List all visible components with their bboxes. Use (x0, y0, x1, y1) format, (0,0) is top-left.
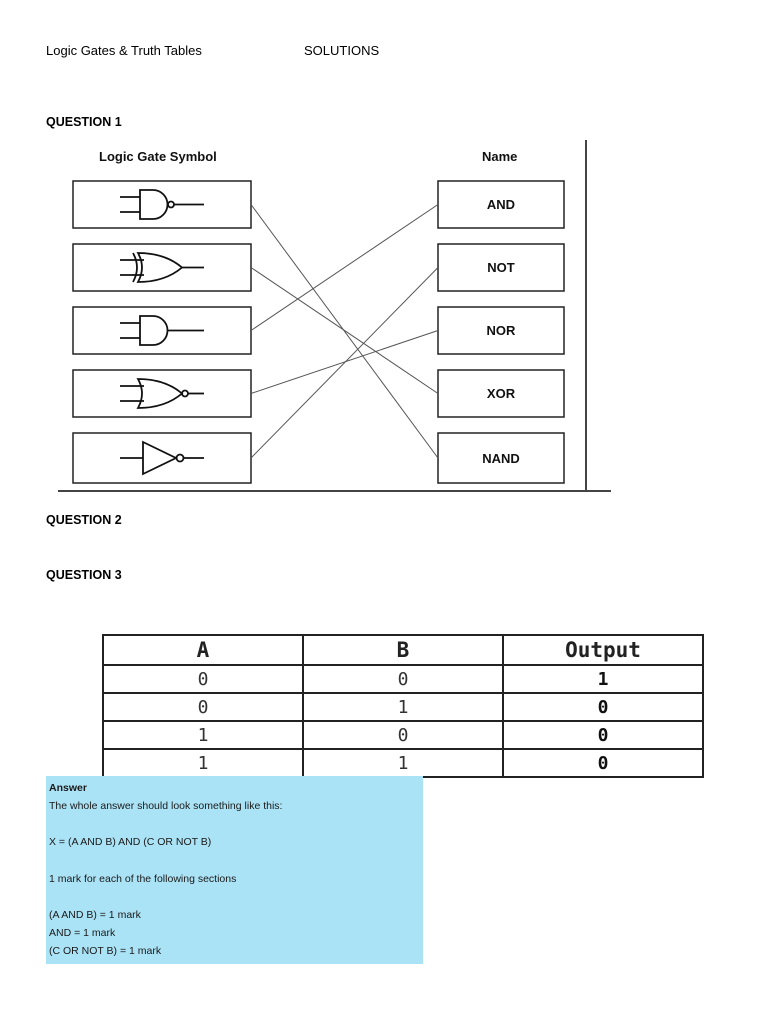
nand-gate-icon (120, 189, 204, 220)
table-row: 0 0 1 (102, 664, 704, 694)
gate-box-3 (72, 306, 252, 355)
mark-item: (A AND B) = 1 mark (49, 909, 141, 921)
and-gate-icon (120, 315, 204, 346)
table-row: 0 1 0 (102, 692, 704, 722)
question-2-heading: QUESTION 2 (46, 513, 122, 527)
connection-line-4 (250, 330, 439, 394)
header-b: B (302, 634, 504, 666)
gate-name-5: NAND (482, 451, 520, 466)
table-row: 1 1 0 (102, 748, 704, 778)
cell-a: 1 (102, 720, 304, 750)
cell-a: 1 (102, 748, 304, 778)
connection-line-5 (250, 267, 439, 459)
symbol-column-header: Logic Gate Symbol (99, 149, 217, 164)
connection-line-1 (250, 204, 439, 459)
xor-gate-icon (120, 252, 204, 283)
nor-gate-icon (120, 378, 204, 409)
answer-intro: The whole answer should look something l… (49, 800, 283, 812)
gate-box-1 (72, 180, 252, 229)
gate-matching-diagram: Logic Gate Symbol Name AND NOT NOR XOR N… (58, 140, 611, 492)
cell-a: 0 (102, 664, 304, 694)
cell-b: 0 (302, 664, 504, 694)
answer-expression: X = (A AND B) AND (C OR NOT B) (49, 836, 212, 848)
gate-name-2: NOT (487, 260, 515, 275)
answer-title: Answer (49, 782, 87, 794)
cell-b: 0 (302, 720, 504, 750)
cell-output: 0 (502, 720, 704, 750)
mark-item: (C OR NOT B) = 1 mark (49, 945, 162, 957)
marks-intro: 1 mark for each of the following section… (49, 873, 237, 885)
cell-b: 1 (302, 692, 504, 722)
solutions-label: SOLUTIONS (304, 43, 380, 58)
document-title: Logic Gates & Truth Tables (46, 43, 202, 58)
header-output: Output (502, 634, 704, 666)
question-1-heading: QUESTION 1 (46, 115, 122, 129)
cell-output: 0 (502, 692, 704, 722)
truth-table-header-row: A B Output (102, 634, 704, 666)
name-box-5 (437, 432, 565, 484)
gate-name-3: NOR (487, 323, 517, 338)
table-row: 1 0 0 (102, 720, 704, 750)
cell-a: 0 (102, 692, 304, 722)
not-gate-icon (120, 440, 204, 476)
connection-line-2 (250, 267, 439, 394)
mark-item: AND = 1 mark (49, 927, 116, 939)
cell-output: 0 (502, 748, 704, 778)
header-a: A (102, 634, 304, 666)
gate-box-4 (72, 369, 252, 418)
cell-b: 1 (302, 748, 504, 778)
cell-output: 1 (502, 664, 704, 694)
answer-box: Answer The whole answer should look some… (46, 776, 423, 964)
connection-line-3 (250, 204, 439, 331)
gate-name-1: AND (487, 197, 515, 212)
name-column-header: Name (482, 149, 517, 164)
question-3-heading: QUESTION 3 (46, 568, 122, 582)
name-box-2 (437, 243, 565, 292)
truth-table: A B Output 0 0 1 0 1 0 1 0 0 1 1 0 (102, 634, 704, 778)
gate-name-4: XOR (487, 386, 516, 401)
gate-box-5 (72, 432, 252, 484)
gate-box-2 (72, 243, 252, 292)
